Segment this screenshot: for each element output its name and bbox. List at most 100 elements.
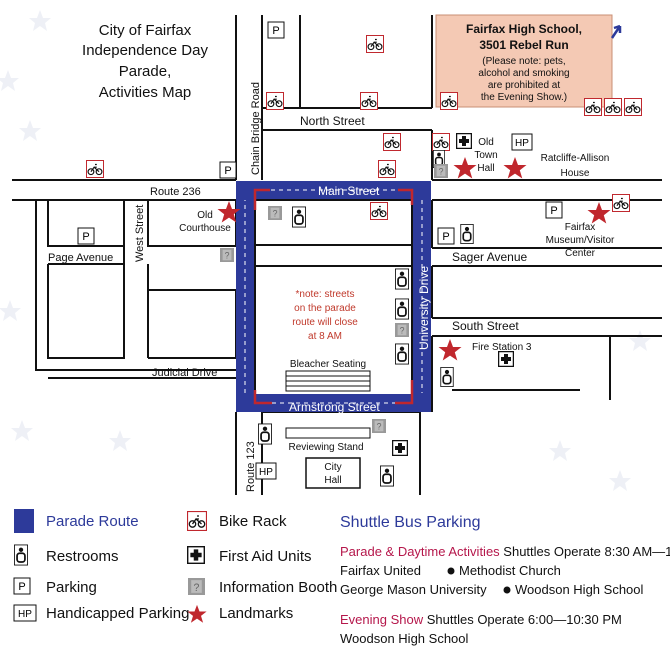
- background-stars: [0, 10, 651, 491]
- daytime-time: Shuttles Operate 8:30 AM—1:30 PM: [500, 544, 670, 559]
- city-hall: City Hall: [305, 457, 361, 489]
- sager-avenue-label: Sager Avenue: [452, 250, 528, 264]
- map-title: City of Fairfax Independence Day Parade,…: [82, 22, 208, 101]
- legend-info-booth: Information Booth: [219, 579, 337, 596]
- parking-icon: P: [545, 201, 563, 219]
- info-booth-icon: [372, 419, 386, 433]
- star-icon: [453, 157, 477, 179]
- shuttle-heading: Shuttle Bus Parking: [340, 514, 481, 531]
- judicial-drive-label: Judicial Drive: [152, 367, 217, 379]
- svg-text:HP: HP: [259, 467, 273, 478]
- old-town-hall-label-2: Town: [474, 150, 497, 161]
- svg-text:Parade & Daytime Activities Sh: Parade & Daytime Activities Shuttles Ope…: [340, 544, 670, 559]
- parade-route: [236, 181, 431, 412]
- bike-rack-icon: [612, 194, 630, 212]
- university-drive-label: University Drive: [417, 266, 431, 350]
- bike-rack-icon: [624, 98, 642, 116]
- star-icon: [503, 157, 527, 179]
- parking-icon: P: [267, 21, 285, 39]
- svg-text:HP: HP: [18, 609, 32, 620]
- bike-rack-icon: [86, 160, 104, 178]
- svg-text:Evening Show Shuttles Operate: Evening Show Shuttles Operate 6:00—10:30…: [340, 612, 622, 627]
- old-town-hall-label: Old: [478, 137, 494, 148]
- bike-rack-icon: [584, 98, 602, 116]
- svg-text:P: P: [18, 581, 25, 593]
- svg-text:(Please note: pets,: (Please note: pets,: [482, 56, 565, 67]
- shuttle-info: Shuttle Bus Parking Parade & Daytime Act…: [340, 514, 670, 646]
- north-street-label: North Street: [300, 114, 365, 128]
- restroom-icon: [395, 298, 409, 320]
- legend: Parade Route Restrooms P Parking HP Hand…: [13, 509, 337, 623]
- svg-text:3501 Rebel Run: 3501 Rebel Run: [479, 38, 568, 52]
- legend-first-aid: First Aid Units: [219, 548, 312, 565]
- bike-rack-icon: [432, 133, 450, 151]
- page-avenue-label: Page Avenue: [48, 252, 113, 264]
- bike-rack-icon: [378, 160, 396, 178]
- legend-parking: Parking: [46, 579, 97, 596]
- svg-text:P: P: [550, 205, 557, 217]
- bike-rack-icon: [360, 92, 378, 110]
- svg-text:HP: HP: [515, 138, 529, 149]
- first-aid-icon: [456, 133, 472, 149]
- chain-bridge-label: Chain Bridge Road: [250, 82, 262, 175]
- svg-text:on the parade: on the parade: [294, 303, 356, 314]
- route-closure-note: *note: streets on the parade route will …: [292, 289, 358, 342]
- svg-text:Independence Day: Independence Day: [82, 42, 208, 59]
- bike-rack-icon: [370, 202, 388, 220]
- svg-text:Parade,: Parade,: [119, 63, 172, 80]
- parking-icon: P: [13, 577, 31, 595]
- hp-parking-icon: HP: [13, 604, 37, 622]
- svg-text:Hall: Hall: [324, 475, 341, 486]
- bike-rack-icon: [266, 92, 284, 110]
- fire-station-label: Fire Station 3: [472, 342, 532, 353]
- svg-text:P: P: [442, 231, 449, 243]
- svg-text:Activities Map: Activities Map: [99, 84, 192, 101]
- old-courthouse-label: Old: [197, 210, 213, 221]
- evening-line: Woodson High School: [340, 631, 469, 646]
- parking-icon: P: [219, 161, 237, 179]
- ratcliffe-label: Ratcliffe-Allison: [541, 153, 610, 164]
- museum-label-3: Center: [565, 248, 596, 259]
- main-street-label: Main Street: [318, 184, 380, 198]
- legend-parade-route: Parade Route: [46, 513, 139, 530]
- armstrong-street-label: Armstrong Street: [289, 400, 380, 414]
- info-booth-icon: [220, 248, 234, 262]
- info-booth-icon: [395, 323, 409, 337]
- evening-time: Shuttles Operate 6:00—10:30 PM: [423, 612, 622, 627]
- west-street-label: West Street: [134, 205, 146, 262]
- bike-rack-icon: [366, 35, 384, 53]
- hp-parking-icon: HP: [255, 462, 277, 480]
- first-aid-icon: [498, 351, 514, 367]
- museum-label: Fairfax: [565, 222, 596, 233]
- parade-route-swatch: [14, 509, 34, 533]
- info-booth-icon: [434, 164, 448, 178]
- svg-text:P: P: [272, 25, 279, 37]
- old-town-hall-label-3: Hall: [477, 163, 494, 174]
- star-icon: [587, 202, 611, 224]
- evening-label: Evening Show: [340, 612, 424, 627]
- legend-restrooms: Restrooms: [46, 548, 119, 565]
- info-booth-icon: [268, 206, 282, 220]
- parking-icon: P: [77, 227, 95, 245]
- restroom-icon: [14, 544, 28, 566]
- bike-rack-icon: [187, 511, 207, 531]
- daytime-line2b: Methodist Church: [459, 563, 561, 578]
- reviewing-stand: [285, 427, 371, 439]
- svg-text:route will close: route will close: [292, 317, 358, 328]
- first-aid-icon: [392, 440, 408, 456]
- svg-text:at 8 AM: at 8 AM: [308, 331, 342, 342]
- legend-landmarks: Landmarks: [219, 605, 293, 622]
- restroom-icon: [258, 423, 272, 445]
- old-courthouse-label-2: Courthouse: [179, 223, 231, 234]
- bleacher-seating: Bleacher Seating: [285, 359, 371, 392]
- route123-label: Route 123: [245, 441, 257, 492]
- route236-label: Route 236: [150, 186, 201, 198]
- daytime-line3a: George Mason University: [340, 582, 487, 597]
- restroom-icon: [292, 206, 306, 228]
- legend-bike-rack: Bike Rack: [219, 513, 287, 530]
- restroom-icon: [440, 367, 454, 387]
- reviewing-stand-label: Reviewing Stand: [288, 442, 363, 453]
- daytime-label: Parade & Daytime Activities: [340, 544, 500, 559]
- svg-text:alcohol and smoking: alcohol and smoking: [478, 68, 569, 79]
